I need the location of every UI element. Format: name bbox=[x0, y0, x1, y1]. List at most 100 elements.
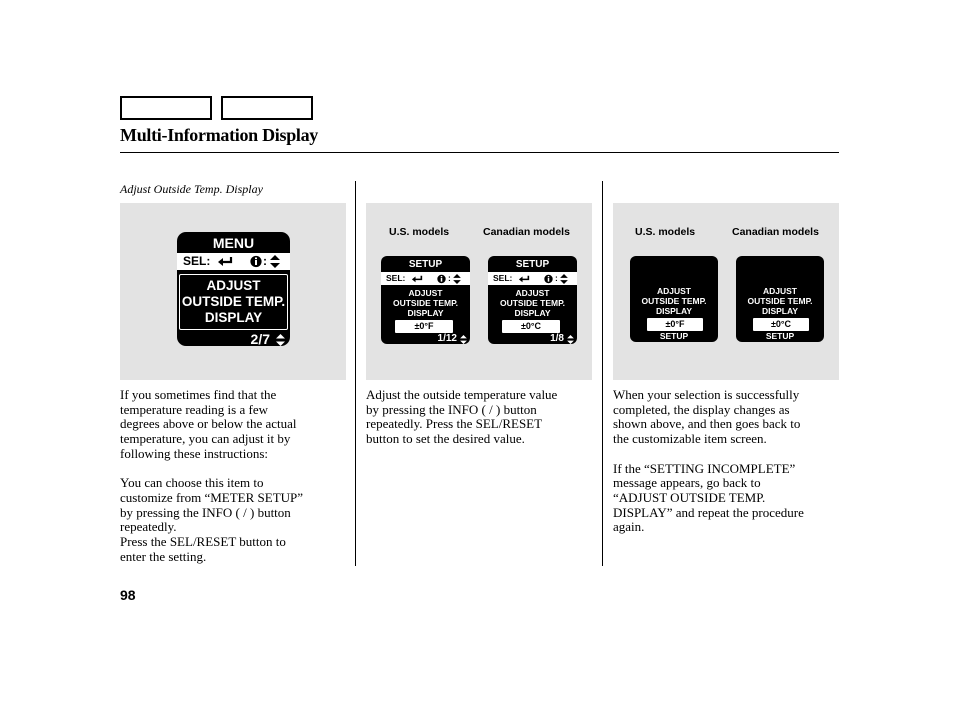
up-down-arrows-icon bbox=[453, 274, 461, 284]
column-3-text: When your selection is successfully comp… bbox=[613, 387, 804, 536]
column-2-text: Adjust the outside temperature value by … bbox=[366, 387, 558, 447]
text-line: “ADJUST OUTSIDE TEMP. bbox=[613, 489, 766, 505]
temperature-value-box: ±0°C bbox=[502, 320, 560, 333]
lcd-colon: : bbox=[555, 273, 558, 283]
lcd-line-2: OUTSIDE TEMP. bbox=[181, 294, 286, 309]
up-down-arrows-icon bbox=[270, 255, 280, 268]
text-line: temperature reading is a few bbox=[120, 401, 268, 417]
paragraph-incomplete: If the “SETTING INCOMPLETE” message appe… bbox=[613, 460, 804, 536]
text-line: repeatedly. bbox=[120, 519, 177, 535]
text-line: following these instructions: bbox=[120, 445, 269, 461]
adjust-display-panel: U.S. models Canadian models SETUP SEL: :… bbox=[366, 203, 592, 380]
text-line: shown above, and then goes back to bbox=[613, 416, 801, 432]
canadian-adjust-lcd-screen: SETUP SEL: : ADJUST OUTSIDE TEMP. DISPLA… bbox=[488, 256, 577, 344]
temperature-value-box: ±0°C bbox=[753, 318, 809, 331]
lcd-line-1: ADJUST bbox=[656, 286, 691, 296]
text-line: If you sometimes find that the bbox=[120, 387, 277, 402]
us-completed-lcd-screen: ADJUST OUTSIDE TEMP. DISPLAY ±0°F SETUP bbox=[630, 256, 718, 342]
paragraph-adjust: Adjust the outside temperature value by … bbox=[366, 387, 558, 447]
column-divider-1 bbox=[355, 181, 356, 566]
paragraph-intro: If you sometimes find that the temperatu… bbox=[120, 387, 303, 462]
title-rule bbox=[120, 152, 839, 153]
lcd-colon: : bbox=[448, 273, 451, 283]
lcd-line-2: OUTSIDE TEMP. bbox=[499, 298, 566, 308]
lcd-line-2: OUTSIDE TEMP. bbox=[392, 298, 459, 308]
lcd-page-indicator: 1/12 bbox=[437, 333, 457, 344]
lcd-title: SETUP bbox=[408, 259, 443, 270]
paragraph-choose-item: You can choose this item to customize fr… bbox=[120, 475, 304, 564]
text-line: DISPLAY” and repeat the procedure bbox=[613, 504, 804, 520]
text-line: enter the setting. bbox=[120, 548, 207, 564]
lcd-colon: : bbox=[263, 254, 267, 268]
lcd-sel-label: SEL: bbox=[493, 273, 513, 283]
us-models-label: U.S. models bbox=[635, 226, 696, 238]
us-models-label: U.S. models bbox=[389, 226, 450, 238]
us-adjust-lcd-screen: SETUP SEL: : ADJUST OUTSIDE TEMP. DISPLA… bbox=[381, 256, 470, 344]
info-icon bbox=[250, 255, 262, 268]
lcd-line-1: ADJUST bbox=[206, 278, 261, 293]
text-line: button to set the desired value. bbox=[366, 431, 525, 447]
canadian-models-label: Canadian models bbox=[483, 226, 570, 238]
lcd-footer-label: SETUP bbox=[765, 331, 795, 341]
text-line: degrees above or below the actual bbox=[120, 416, 297, 432]
lcd-line-3: DISPLAY bbox=[407, 308, 444, 318]
menu-display-panel: MENU SEL: : ADJUST OUTSIDE TEMP. DISPLAY… bbox=[120, 203, 346, 380]
page-title: Multi-Information Display bbox=[120, 125, 319, 145]
lcd-line-3: DISPLAY bbox=[655, 306, 693, 316]
page-arrows-icon bbox=[567, 335, 574, 344]
menu-lcd-screen: MENU SEL: : ADJUST OUTSIDE TEMP. DISPLAY… bbox=[177, 232, 290, 346]
text-line: temperature, you can adjust it by bbox=[120, 431, 291, 447]
temperature-value-box: ±0°F bbox=[647, 318, 703, 331]
lcd-line-3: DISPLAY bbox=[761, 306, 799, 316]
page-arrows-icon bbox=[276, 334, 285, 346]
lcd-sel-label: SEL: bbox=[386, 273, 406, 283]
text-line: the customizable item screen. bbox=[613, 431, 767, 447]
text-line: If the “SETTING INCOMPLETE” bbox=[613, 460, 796, 476]
lcd-line-1: ADJUST bbox=[762, 286, 797, 296]
lcd-page-indicator: 1/8 bbox=[550, 333, 564, 344]
column-1-text: If you sometimes find that the temperatu… bbox=[120, 387, 304, 564]
lcd-line-1: ADJUST bbox=[515, 288, 550, 298]
column-divider-2 bbox=[602, 181, 603, 566]
lcd-title: SETUP bbox=[515, 259, 550, 270]
lcd-line-3: DISPLAY bbox=[204, 310, 263, 325]
lcd-line-3: DISPLAY bbox=[514, 308, 551, 318]
section-caption: Adjust Outside Temp. Display bbox=[120, 182, 263, 196]
lcd-select-bar: SEL: : bbox=[488, 272, 577, 285]
completed-display-panel: U.S. models Canadian models ADJUST OUTSI… bbox=[613, 203, 839, 380]
text-line: When your selection is successfully bbox=[613, 387, 800, 402]
text-line: message appears, go back to bbox=[613, 475, 761, 491]
enter-icon bbox=[218, 257, 233, 266]
paragraph-completed: When your selection is successfully comp… bbox=[613, 387, 804, 447]
lcd-sel-label: SEL: bbox=[183, 254, 211, 268]
text-line: again. bbox=[613, 519, 645, 535]
text-line: You can choose this item to bbox=[120, 475, 264, 491]
info-icon bbox=[544, 274, 553, 284]
text-line: Adjust the outside temperature value bbox=[366, 387, 558, 402]
info-icon bbox=[437, 274, 446, 284]
lcd-page-indicator: 2/7 bbox=[250, 331, 270, 346]
enter-icon bbox=[411, 275, 423, 283]
enter-icon bbox=[518, 275, 530, 283]
lcd-select-bar: SEL: : bbox=[381, 272, 470, 285]
header-tab-1 bbox=[120, 96, 212, 120]
header-tab-2 bbox=[221, 96, 313, 120]
text-line: by pressing the INFO ( / ) button bbox=[120, 504, 291, 520]
canadian-completed-lcd-screen: ADJUST OUTSIDE TEMP. DISPLAY ±0°C SETUP bbox=[736, 256, 824, 342]
text-line: completed, the display changes as bbox=[613, 401, 790, 417]
lcd-line-2: OUTSIDE TEMP. bbox=[747, 296, 813, 306]
lcd-footer-label: SETUP bbox=[659, 331, 689, 341]
text-line: customize from “METER SETUP” bbox=[120, 489, 304, 505]
text-line: Press the SEL/RESET button to bbox=[120, 534, 286, 550]
lcd-select-bar: SEL: : bbox=[177, 253, 290, 270]
lcd-selection-box bbox=[179, 274, 288, 330]
temperature-value-box: ±0°F bbox=[395, 320, 453, 333]
up-down-arrows-icon bbox=[560, 274, 568, 284]
lcd-menu-title: MENU bbox=[212, 235, 255, 251]
page-arrows-icon bbox=[460, 335, 467, 344]
lcd-line-2: OUTSIDE TEMP. bbox=[641, 296, 707, 306]
page-number: 98 bbox=[120, 587, 136, 603]
canadian-models-label: Canadian models bbox=[732, 226, 819, 238]
lcd-line-1: ADJUST bbox=[408, 288, 443, 298]
text-line: by pressing the INFO ( / ) button bbox=[366, 401, 537, 417]
